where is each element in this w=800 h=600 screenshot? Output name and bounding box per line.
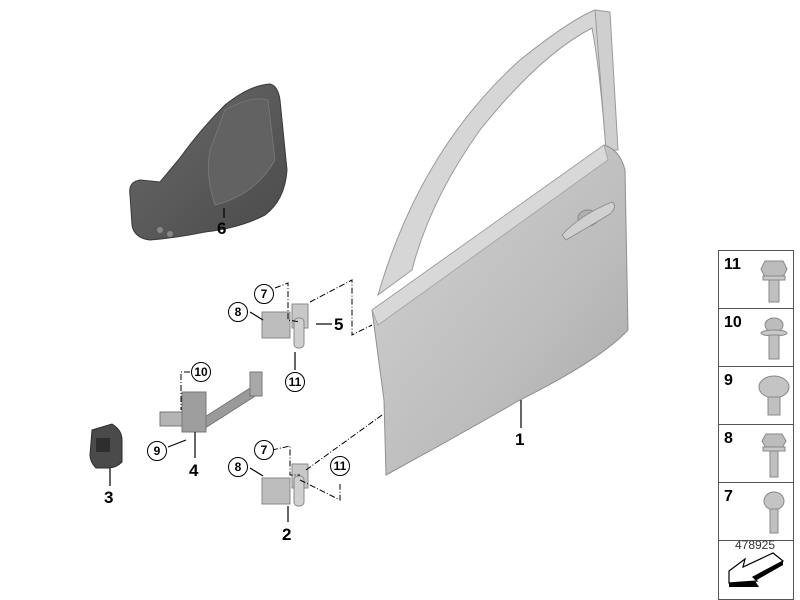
lower-hinge (261, 463, 309, 507)
upper-hinge (261, 303, 309, 349)
legend-item-7: 7 (719, 483, 793, 541)
legend-number: 11 (724, 256, 741, 273)
torx-flange-bolt-icon (760, 317, 788, 360)
brake-cover (89, 423, 123, 469)
callout-3: 3 (104, 488, 114, 507)
callout-upper-7: 7 (254, 284, 274, 304)
diagram-artwork (89, 9, 629, 522)
direction-arrow-icon (728, 552, 785, 587)
hex-bolt-long-icon (761, 433, 787, 478)
door-brake (159, 371, 263, 433)
hex-bolt-icon (760, 260, 788, 303)
callout-2: 2 (282, 525, 292, 544)
callout-lower-7: 7 (254, 440, 274, 460)
callout-6: 6 (217, 219, 227, 238)
torx-cap-screw-icon (763, 491, 785, 534)
legend-item-8: 8 (719, 425, 793, 483)
legend-number: 7 (724, 488, 733, 505)
callout-brake-9: 9 (147, 441, 167, 461)
door-panel (371, 9, 629, 476)
fastener-legend: 11 10 9 8 (718, 250, 794, 600)
door-carrier (129, 83, 288, 241)
callout-lower-11: 11 (330, 456, 350, 476)
parts-diagram: 6 1 5 4 3 2 7 8 11 10 9 7 8 11 11 10 9 (89, 9, 794, 600)
callout-5: 5 (334, 315, 344, 334)
callout-1: 1 (515, 430, 525, 449)
dash-dot-lines (180, 279, 383, 501)
callout-upper-11: 11 (285, 372, 305, 392)
callout-brake-10: 10 (191, 362, 211, 382)
legend-item-9: 9 (719, 367, 793, 425)
legend-item-10: 10 (719, 309, 793, 367)
legend-number: 9 (724, 372, 733, 389)
diagram-id: 478925 (734, 538, 776, 552)
callout-lower-8: 8 (228, 457, 248, 477)
torx-pan-screw-icon (758, 375, 790, 416)
legend-item-11: 11 (719, 251, 793, 309)
callout-upper-8: 8 (228, 302, 248, 322)
legend-number: 8 (724, 430, 733, 447)
callout-4: 4 (189, 461, 199, 480)
legend-number: 10 (724, 314, 742, 331)
leader-lines (109, 208, 522, 522)
